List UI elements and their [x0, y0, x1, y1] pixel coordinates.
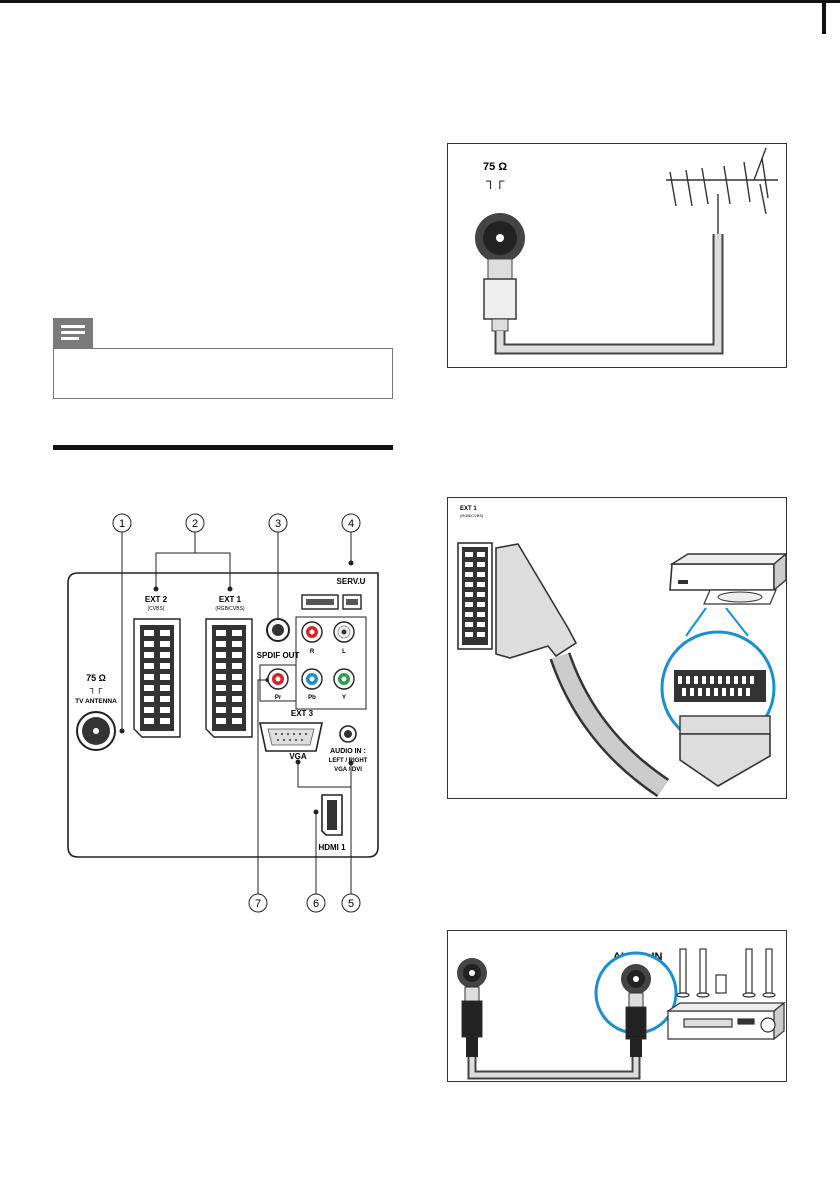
y-jack [333, 668, 355, 690]
rca-plug-left [461, 986, 483, 1057]
antenna-connection-figure: 75 Ω ┐┌ [447, 143, 787, 368]
pb-label: Pb [308, 695, 316, 701]
servu-label: SERV.U [337, 577, 366, 586]
audio-r-jack [301, 621, 323, 643]
coax-cable [494, 234, 724, 355]
callout-7: 7 [248, 893, 268, 913]
antenna-ohm-label: 75 Ω [86, 673, 106, 683]
header-rule [0, 0, 840, 3]
audio-connection-figure: AUDIO IN [447, 930, 787, 1082]
audio-in-label: AUDIO IN : [330, 748, 366, 755]
scart-sublabel: (RGB/CVBS) [460, 513, 484, 518]
note-tab [53, 318, 93, 348]
usb-port [301, 594, 339, 610]
antenna-socket-icon [475, 213, 525, 263]
callout-3: 3 [268, 513, 288, 533]
audio-in-jack [339, 725, 357, 743]
antenna-symbol: ┐┌ [90, 683, 103, 694]
callout-4: 4 [341, 513, 361, 533]
antenna-socket [76, 711, 116, 751]
leader-lines [121, 532, 352, 894]
callout-1: 1 [112, 513, 132, 533]
svg-text:4: 4 [348, 518, 354, 530]
l-label: L [342, 649, 346, 655]
home-theater-icon [666, 948, 786, 1041]
audio-l-jack [333, 621, 355, 643]
ext2-label: EXT 2 [145, 595, 168, 604]
svg-text:3: 3 [275, 518, 281, 530]
rca-plug-right [625, 992, 647, 1057]
scart-plug-left [495, 543, 578, 659]
pr-label: Pr [275, 695, 282, 701]
ext2-sublabel: (CVBS) [148, 606, 165, 612]
scart-plug-right [679, 715, 771, 787]
svg-text:6: 6 [313, 898, 319, 910]
tv-aerial-icon [666, 147, 778, 234]
scart-ext2-port [133, 618, 181, 738]
spdif-label: SPDIF OUT [257, 651, 300, 660]
antenna-symbol: ┐┌ [485, 173, 505, 190]
callout-2: 2 [185, 513, 205, 533]
hdmi1-label: HDMI 1 [318, 843, 346, 852]
coax-plug [483, 258, 517, 332]
scart-connection-figure: EXT 1 (RGB/CVBS) [447, 497, 787, 799]
pb-jack [301, 668, 323, 690]
spdif-out-jack [266, 618, 290, 642]
page-edge-marker [822, 0, 826, 34]
vga-label: VGA [289, 752, 307, 761]
callout-5: 5 [341, 893, 361, 913]
hdmi-port [321, 794, 343, 836]
ext3-label: EXT 3 [291, 709, 314, 718]
audio-in-sublabel-2: VGA / DVI [334, 767, 362, 773]
ext1-label: EXT 1 [219, 595, 242, 604]
antenna-ohm-label: 75 Ω [483, 161, 507, 173]
rca-jack-right [621, 964, 651, 994]
svg-text:7: 7 [255, 898, 261, 910]
svg-text:5: 5 [348, 898, 354, 910]
y-label: Y [342, 695, 346, 701]
svg-text:2: 2 [192, 518, 198, 530]
note-icon [61, 325, 85, 340]
audio-cable [467, 1057, 641, 1080]
audio-in-sublabel-1: LEFT / RIGHT [329, 758, 368, 764]
rca-jack-left [457, 958, 487, 988]
callout-6: 6 [306, 893, 326, 913]
dvd-player-icon [669, 553, 786, 605]
servu-port [342, 594, 362, 610]
connector-panel-diagram: 1 2 3 4 7 6 5 [67, 513, 379, 913]
pr-jack [267, 668, 289, 690]
scart-ext1-port [205, 618, 253, 738]
tv-antenna-label: TV ANTENNA [75, 698, 117, 705]
r-label: R [310, 649, 315, 655]
scart-label: EXT 1 [460, 506, 477, 512]
vga-port [259, 722, 323, 752]
scart-socket-icon [457, 542, 493, 650]
note-box [53, 348, 393, 399]
section-rule [53, 445, 393, 450]
ext1-sublabel: (RGB/CVBS) [215, 606, 245, 612]
svg-text:1: 1 [119, 518, 125, 530]
